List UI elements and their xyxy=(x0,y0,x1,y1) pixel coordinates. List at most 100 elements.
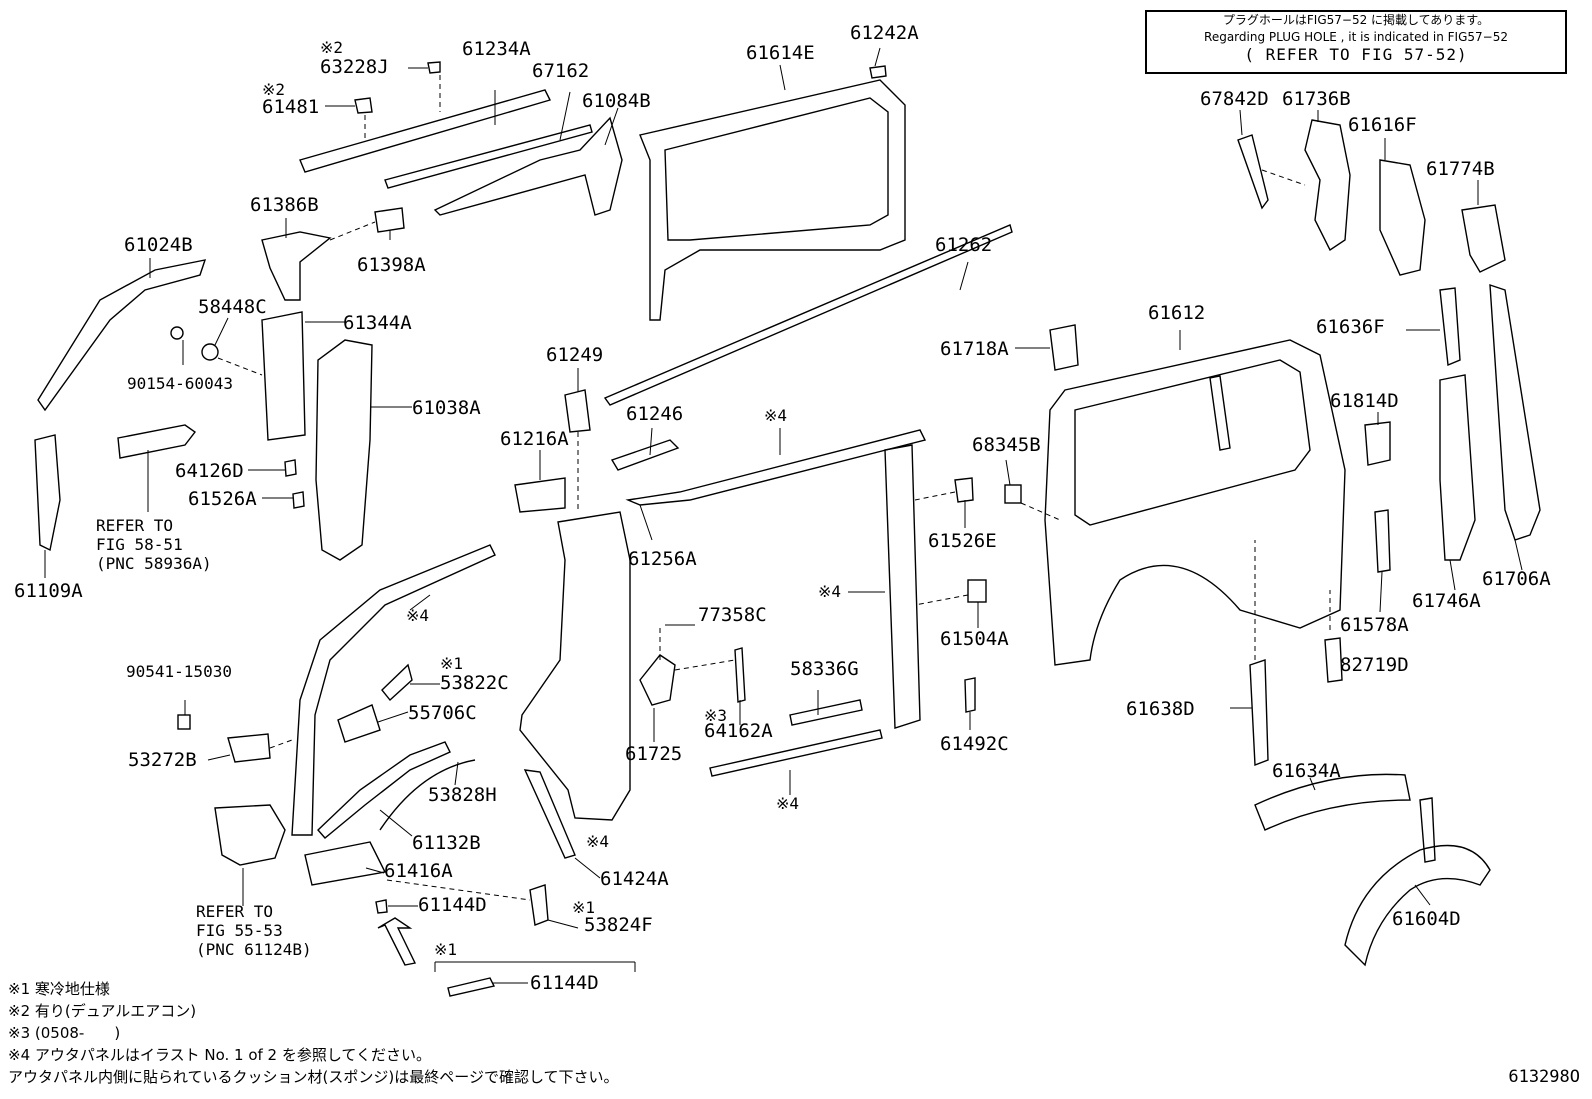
note-line-jp: プラグホールはFIG57−52 に掲載してあります。 xyxy=(1222,13,1490,27)
label-55706C[interactable]: 55706C xyxy=(408,702,477,724)
label-61604D[interactable]: 61604D xyxy=(1392,908,1461,930)
label-53824F[interactable]: 53824F xyxy=(584,914,653,936)
footnote-1: ※1 寒冷地仕様 xyxy=(8,980,110,998)
label-61616F[interactable]: 61616F xyxy=(1348,114,1417,136)
footnote-4: ※4 アウタパネルはイラスト No. 1 of 2 を参照してください。 xyxy=(8,1046,431,1064)
label-61109A[interactable]: 61109A xyxy=(14,580,83,602)
label-61144D-b[interactable]: 61144D xyxy=(530,972,599,994)
label-68345B[interactable]: 68345B xyxy=(972,434,1041,456)
label-61725[interactable]: 61725 xyxy=(625,743,683,765)
part-61526A xyxy=(292,491,305,509)
leader-58448C xyxy=(214,317,229,346)
label-61144D[interactable]: 61144D xyxy=(418,894,487,916)
label-61814D[interactable]: 61814D xyxy=(1330,390,1399,412)
label-61526A[interactable]: 61526A xyxy=(188,488,257,510)
part-61262 xyxy=(603,224,1013,406)
part-61246 xyxy=(610,439,680,471)
mark-61481: ※2 xyxy=(262,80,286,99)
label-61424A[interactable]: 61424A xyxy=(600,868,669,890)
part-61234A xyxy=(299,89,552,173)
label-61526E[interactable]: 61526E xyxy=(928,530,997,552)
label-67842D[interactable]: 67842D xyxy=(1200,88,1269,110)
leader-61416A xyxy=(365,867,385,874)
part-67842D xyxy=(1237,134,1269,210)
label-61386B[interactable]: 61386B xyxy=(250,194,319,216)
label-58448C[interactable]: 58448C xyxy=(198,296,267,318)
part-front-pillar xyxy=(291,544,496,836)
label-61481[interactable]: 61481 xyxy=(262,96,320,118)
ref2-line2[interactable]: FIG 55-53 xyxy=(196,921,283,940)
part-61216A xyxy=(514,477,566,513)
label-53272B[interactable]: 53272B xyxy=(128,749,197,771)
part-58336G xyxy=(789,699,863,726)
ref1-line2[interactable]: FIG 58-51 xyxy=(96,535,183,554)
label-61504A[interactable]: 61504A xyxy=(940,628,1009,650)
plug-hole-note: プラグホールはFIG57−52 に掲載してあります。 Regarding PLU… xyxy=(1145,10,1567,74)
part-rocker xyxy=(709,729,883,777)
label-61024B[interactable]: 61024B xyxy=(124,234,193,256)
part-61604D xyxy=(1344,844,1491,967)
leader-67842D xyxy=(1239,109,1243,136)
label-61132B[interactable]: 61132B xyxy=(412,832,481,854)
label-61638D[interactable]: 61638D xyxy=(1126,698,1195,720)
part-53272B xyxy=(227,733,271,763)
label-61234A[interactable]: 61234A xyxy=(462,38,531,60)
label-61706A[interactable]: 61706A xyxy=(1482,568,1551,590)
leader-bracket-ends xyxy=(434,962,636,972)
label-53828H[interactable]: 53828H xyxy=(428,784,497,806)
part-61144D xyxy=(375,899,388,914)
part-61636F xyxy=(1439,287,1461,367)
label-63228J[interactable]: 63228J xyxy=(320,56,389,78)
label-53822C[interactable]: 53822C xyxy=(440,672,509,694)
mark-63228J: ※2 xyxy=(320,38,344,57)
label-90154-60043[interactable]: 90154-60043 xyxy=(127,374,233,393)
label-58336G[interactable]: 58336G xyxy=(790,658,859,680)
label-64126D[interactable]: 64126D xyxy=(175,460,244,482)
label-61578A[interactable]: 61578A xyxy=(1340,614,1409,636)
leader-dash-53824F xyxy=(386,879,531,901)
ref1-line3: (PNC 58936A) xyxy=(96,554,212,573)
label-61614E[interactable]: 61614E xyxy=(746,42,815,64)
leader-dash-61398A xyxy=(329,221,376,241)
label-61262[interactable]: 61262 xyxy=(935,234,993,256)
label-77358C[interactable]: 77358C xyxy=(698,604,767,626)
label-82719D[interactable]: 82719D xyxy=(1340,654,1409,676)
label-61038A[interactable]: 61038A xyxy=(412,397,481,419)
part-center-pillar xyxy=(519,511,631,821)
label-61246[interactable]: 61246 xyxy=(626,403,684,425)
label-61242A[interactable]: 61242A xyxy=(850,22,919,44)
part-61038A xyxy=(315,339,373,561)
part-61526E xyxy=(954,477,974,503)
label-61636F[interactable]: 61636F xyxy=(1316,316,1385,338)
label-61774B[interactable]: 61774B xyxy=(1426,158,1495,180)
label-61746A[interactable]: 61746A xyxy=(1412,590,1481,612)
label-64162A[interactable]: 64162A xyxy=(704,720,773,742)
label-61718A[interactable]: 61718A xyxy=(940,338,1009,360)
label-61256A[interactable]: 61256A xyxy=(628,548,697,570)
part-61706A xyxy=(1489,284,1541,541)
leader-53272B xyxy=(207,754,231,761)
label-61249[interactable]: 61249 xyxy=(546,344,604,366)
leader-67162 xyxy=(559,91,571,141)
label-90541-15030[interactable]: 90541-15030 xyxy=(126,662,232,681)
label-61344A[interactable]: 61344A xyxy=(343,312,412,334)
label-61416A[interactable]: 61416A xyxy=(384,860,453,882)
leader-61634A xyxy=(1309,777,1316,791)
mark-star4-a: ※4 xyxy=(406,606,430,625)
label-61492C[interactable]: 61492C xyxy=(940,733,1009,755)
part-61604D-brace xyxy=(1419,797,1436,863)
label-61612[interactable]: 61612 xyxy=(1148,302,1206,324)
leader-61604D xyxy=(1414,884,1431,906)
label-61084B[interactable]: 61084B xyxy=(582,90,651,112)
part-61144D-b xyxy=(447,977,496,997)
figure-number: 613298O xyxy=(1508,1067,1580,1087)
mark-star4-top: ※4 xyxy=(764,406,788,425)
part-53822C xyxy=(381,663,413,702)
label-61216A[interactable]: 61216A xyxy=(500,428,569,450)
ref1-line1: REFER TO xyxy=(96,516,174,535)
part-61424A xyxy=(523,769,576,859)
label-61736B[interactable]: 61736B xyxy=(1282,88,1351,110)
label-67162[interactable]: 67162 xyxy=(532,60,590,82)
label-61398A[interactable]: 61398A xyxy=(357,254,426,276)
label-61634A[interactable]: 61634A xyxy=(1272,760,1341,782)
